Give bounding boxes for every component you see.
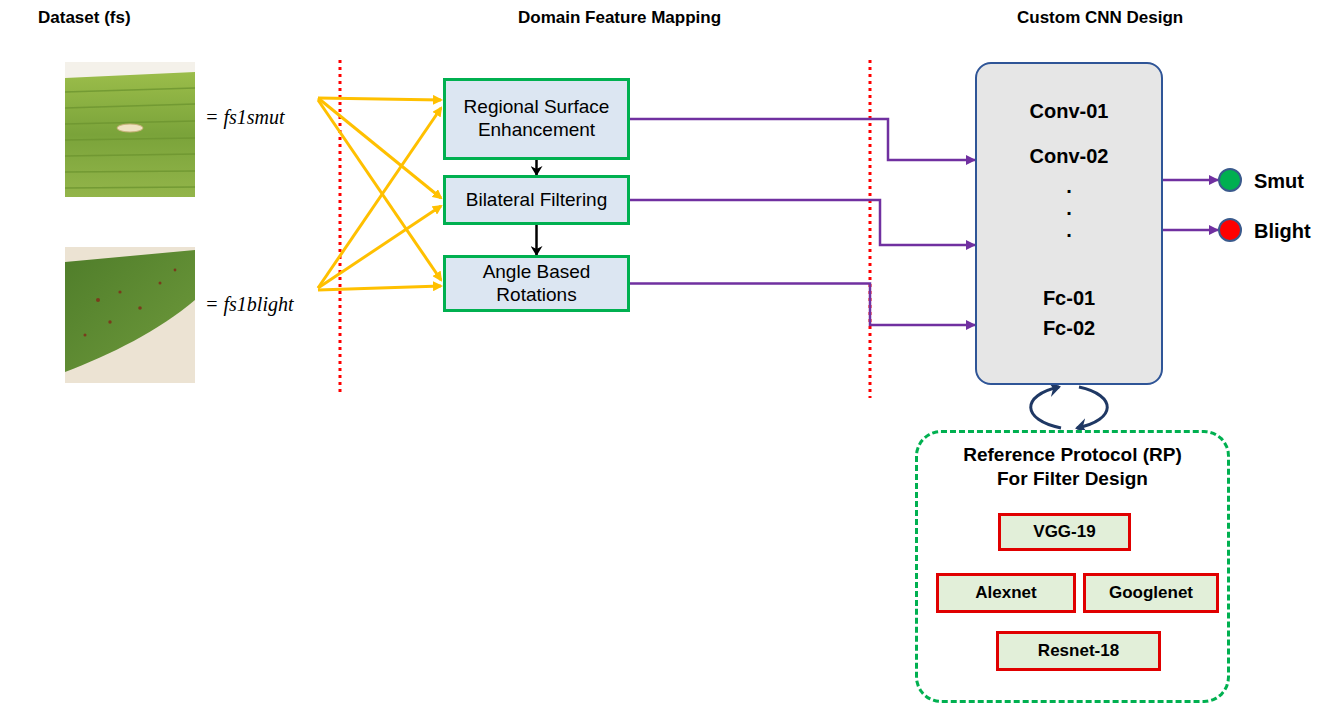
node-text: . [977, 196, 1161, 220]
column-heading: Domain Feature Mapping [518, 8, 721, 28]
process-box: Angle Based Rotations [443, 255, 630, 312]
smut-leaf-photo [65, 62, 195, 197]
connector-line [535, 160, 538, 175]
separator-line [339, 60, 342, 395]
connector [630, 119, 975, 160]
node-text: Smut [1254, 169, 1304, 193]
connector [536, 160, 537, 175]
connector [536, 225, 537, 255]
connector [1163, 230, 1218, 231]
connector-line [630, 284, 975, 326]
column-heading: Custom CNN Design [1017, 8, 1183, 28]
node-text: . [977, 218, 1161, 242]
node-text: Reference Protocol (RP) For Filter Desig… [918, 443, 1227, 491]
node-text: Conv-02 [977, 144, 1161, 168]
network-box: Resnet-18 [996, 631, 1161, 671]
node-text: Bilateral Filtering [466, 189, 608, 212]
node-text: Alexnet [975, 583, 1036, 603]
network-box: VGG-19 [998, 513, 1131, 551]
blight-leaf-photo [65, 247, 195, 383]
class-output: Smut [1218, 168, 1242, 192]
node-text: Resnet-18 [1038, 641, 1119, 661]
connector [630, 284, 975, 326]
node-text: Googlenet [1109, 583, 1193, 603]
connector-line [1077, 387, 1107, 428]
separator-line [869, 60, 872, 398]
connector-line [1031, 387, 1061, 428]
column-heading: Dataset (fs) [38, 8, 131, 28]
process-box: Bilateral Filtering [443, 175, 630, 225]
connector-line [630, 119, 975, 160]
connector [1163, 180, 1218, 181]
node-text: Conv-01 [977, 99, 1161, 123]
node-text: Blight [1254, 219, 1311, 243]
node-text: Fc-02 [977, 316, 1161, 340]
connector [1031, 387, 1108, 428]
connector-line [1163, 179, 1218, 182]
process-box: Regional Surface Enhancement [443, 78, 630, 160]
input-arrows [318, 98, 441, 290]
cnn-box: Conv-01Conv-02... Fc-01Fc-02 [975, 62, 1163, 385]
network-box: Alexnet [936, 573, 1076, 613]
math-label: = fs1smut [205, 106, 285, 129]
node-text: VGG-19 [1033, 522, 1095, 542]
connector-line [1163, 229, 1218, 232]
node-text: Fc-01 [977, 286, 1161, 310]
network-box: Googlenet [1083, 573, 1219, 613]
node-text: . [977, 174, 1161, 198]
class-output: Blight [1218, 218, 1242, 242]
connector-line [535, 225, 538, 255]
node-text: Regional Surface Enhancement [454, 96, 619, 142]
node-text: Angle Based Rotations [454, 261, 619, 307]
connector [630, 200, 975, 245]
math-label: = fs1blight [205, 293, 294, 316]
connector-line [630, 200, 975, 245]
reference-group: Reference Protocol (RP) For Filter Desig… [915, 430, 1230, 703]
